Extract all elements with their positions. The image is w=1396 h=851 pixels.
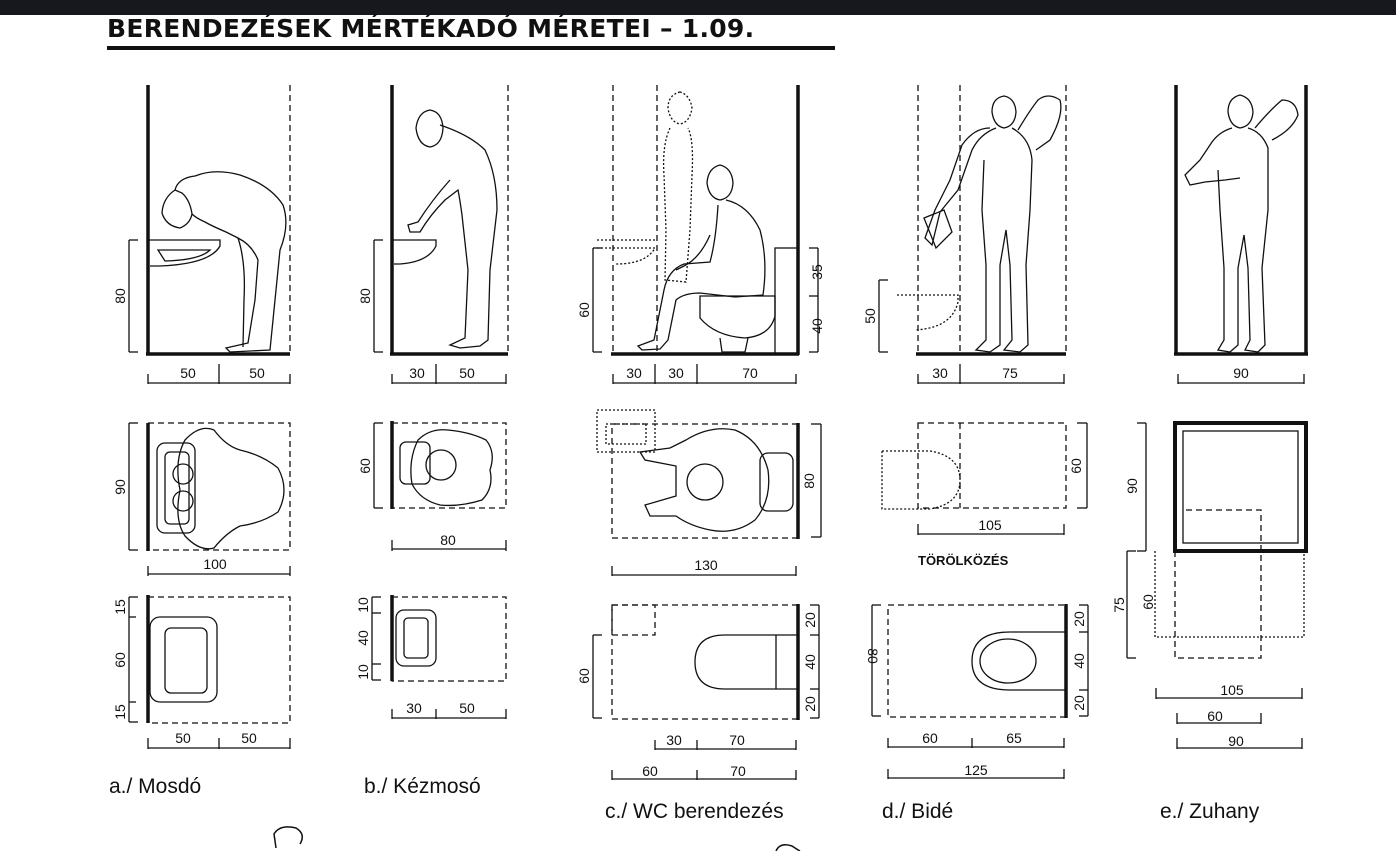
dim-b-elev-w1: 30 [409, 365, 425, 381]
dim-a-plan-w: 100 [203, 556, 227, 572]
bidet-plan: 60 105 TÖRÖLKÖZÉS [881, 422, 1088, 568]
dim-d-det-w2: 65 [1006, 730, 1022, 746]
dim-a-det-h1: 15 [112, 599, 128, 615]
dim-c-plan-w: 130 [694, 557, 718, 573]
caption-wc: c./ WC berendezés [605, 800, 784, 823]
caption-kezmoso: b./ Kézmosó [364, 775, 481, 798]
figure-standing-washing [407, 109, 498, 349]
dim-b-plan-h: 60 [357, 458, 373, 474]
dim-e-plan-h2: 75 [1111, 597, 1127, 613]
dim-d-det-r2: 40 [1071, 653, 1087, 669]
dim-a-det-w2: 50 [241, 730, 257, 746]
dim-b-plan-w: 80 [440, 532, 456, 548]
dim-d-det-r1: 20 [1071, 611, 1087, 627]
top-bar [0, 0, 1396, 15]
dim-c-elev-w2: 30 [668, 365, 684, 381]
bidet-detail-plan: 80 20 40 20 60 65 125 [865, 604, 1089, 779]
dim-c-det-w1: 30 [666, 732, 682, 748]
dim-a-det-w1: 50 [175, 730, 191, 746]
dim-d-det-r3: 20 [1071, 695, 1087, 711]
dim-a-plan-h: 90 [112, 479, 128, 495]
fixture-a-mosdo: 80 50 50 90 100 15 [109, 85, 291, 798]
dim-a-det-h3: 15 [112, 704, 128, 720]
wc-detail-plan: 60 20 40 20 30 70 60 70 [576, 604, 820, 780]
dim-c-elev-w1: 30 [626, 365, 642, 381]
dim-c-elev-h3: 40 [809, 318, 825, 334]
hand-basin-plan: 60 80 [357, 421, 507, 551]
hand-basin-elevation: 80 30 50 [357, 85, 509, 384]
bidet-elevation: 50 30 75 [862, 85, 1067, 384]
fixture-d-bide: 50 30 75 60 105 TÖRÖLKÖZÉS 80 20 40 20 [862, 85, 1089, 823]
caption-bide: d./ Bidé [882, 800, 953, 823]
dim-b-det-h2: 40 [355, 630, 371, 646]
dim-e-elev-w: 90 [1233, 365, 1249, 381]
dim-c-det-w4: 70 [730, 763, 746, 779]
dim-a-elev-h: 80 [112, 288, 128, 304]
margin-mark-left [273, 826, 303, 849]
dim-d-elev-w2: 75 [1002, 365, 1018, 381]
wc-plan: 80 130 [596, 409, 822, 576]
dim-d-det-h: 80 [865, 648, 881, 664]
dim-c-det-h: 60 [576, 668, 592, 684]
dim-d-elev-h: 50 [862, 308, 878, 324]
dim-d-det-w3: 125 [964, 762, 988, 778]
figure-standing-towel [923, 95, 1062, 353]
dim-c-det-r1: 20 [802, 612, 818, 628]
dim-c-det-r3: 20 [802, 696, 818, 712]
shower-elevation: 90 [1174, 85, 1308, 384]
dim-b-det-w1: 30 [406, 700, 422, 716]
dim-d-elev-w1: 30 [932, 365, 948, 381]
title-underline [107, 46, 835, 50]
dim-a-elev-w1: 50 [180, 365, 196, 381]
dim-a-det-h2: 60 [112, 652, 128, 668]
dim-b-elev-w2: 50 [459, 365, 475, 381]
dim-c-det-w2: 70 [729, 732, 745, 748]
dim-c-det-r2: 40 [802, 654, 818, 670]
figure-bending-person [161, 171, 287, 353]
dim-e-plan-h: 90 [1124, 478, 1140, 494]
fixture-b-kezmoso: 80 30 50 60 80 10 40 10 30 [355, 85, 509, 798]
fixture-e-zuhany: 90 90 75 60 105 60 90 e./ Zuhany [1111, 85, 1308, 823]
dim-d-plan-w: 105 [978, 517, 1002, 533]
dim-b-det-w2: 50 [459, 700, 475, 716]
figure-showering-person [1184, 94, 1299, 353]
wc-elevation: 60 35 40 30 30 70 [576, 85, 825, 384]
dim-c-elev-h2: 35 [809, 264, 825, 280]
margin-mark-center [775, 844, 801, 851]
washbasin-detail-plan: 15 60 15 50 50 [112, 595, 291, 749]
dim-c-elev-h: 60 [576, 302, 592, 318]
dim-d-det-w1: 60 [922, 730, 938, 746]
dim-e-plan-w1: 105 [1220, 682, 1244, 698]
dim-c-plan-h: 80 [801, 473, 817, 489]
dim-b-det-h1: 10 [355, 597, 371, 613]
dim-b-elev-h: 80 [357, 288, 373, 304]
figure-seated-person [636, 164, 766, 351]
caption-zuhany: e./ Zuhany [1160, 800, 1260, 823]
dim-e-plan-h3: 60 [1140, 594, 1156, 610]
dim-c-elev-w3: 70 [742, 365, 758, 381]
shower-plan: 90 75 60 105 60 90 [1111, 421, 1308, 749]
dim-b-det-h3: 10 [355, 664, 371, 680]
dim-e-plan-w2: 60 [1207, 708, 1223, 724]
washbasin-plan: 90 100 [112, 422, 291, 576]
washbasin-elevation: 80 50 50 [112, 85, 291, 384]
hand-basin-detail-plan: 10 40 10 30 50 [355, 595, 507, 719]
dim-a-elev-w2: 50 [249, 365, 265, 381]
towel-note: TÖRÖLKÖZÉS [918, 553, 1009, 568]
page-title: BERENDEZÉSEK MÉRTÉKADÓ MÉRETEI – 1.09. [107, 14, 755, 43]
dim-d-plan-h: 60 [1068, 458, 1084, 474]
dim-e-plan-w3: 90 [1228, 733, 1244, 749]
caption-mosdo: a./ Mosdó [109, 775, 201, 798]
dim-c-det-w3: 60 [642, 763, 658, 779]
fixture-c-wc: 60 35 40 30 30 70 80 130 [576, 85, 825, 823]
